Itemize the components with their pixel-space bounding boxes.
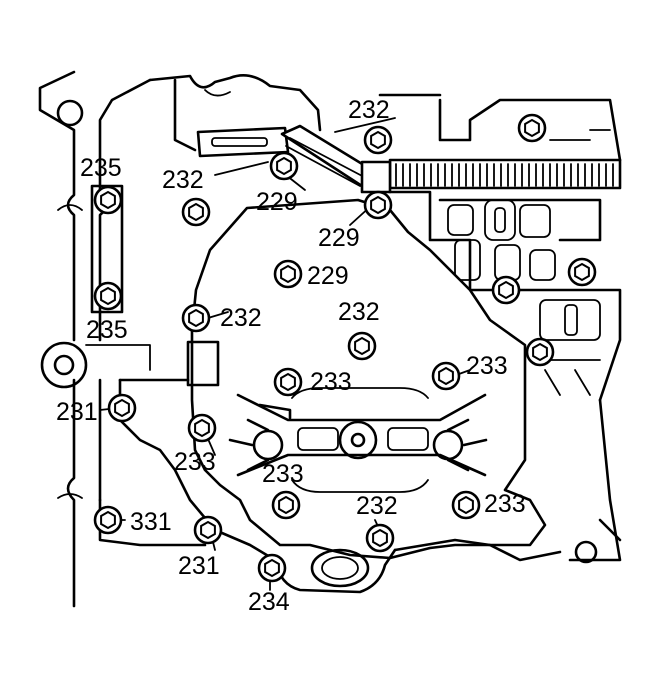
- hex-bolt-head: [100, 190, 116, 210]
- hex-bolt-head: [264, 558, 280, 578]
- label-229-b: 229: [318, 224, 360, 252]
- hex-bolt-icon: [93, 281, 123, 311]
- bolts: [93, 113, 597, 583]
- label-235-top: 235: [80, 154, 122, 182]
- label-234: 234: [248, 588, 290, 616]
- detent-bracket: [196, 124, 374, 188]
- hex-bolt-head: [532, 342, 548, 362]
- hex-bolt-icon: [107, 393, 137, 423]
- hex-bolt-icon: [93, 505, 123, 535]
- label-233-right-top: 233: [466, 352, 508, 380]
- bolt-strip-235: [90, 184, 124, 314]
- top-casting: [148, 74, 622, 162]
- hex-bolt-icon: [93, 185, 123, 215]
- hex-bolt-icon: [567, 257, 597, 287]
- hex-bolt-head: [498, 280, 514, 300]
- hex-bolt-icon: [257, 553, 287, 583]
- hex-bolt-icon: [347, 331, 377, 361]
- case-outline-left: [38, 70, 152, 608]
- hex-bolt-head: [100, 510, 116, 530]
- hex-bolt-icon: [269, 151, 299, 181]
- label-235-bottom: 235: [86, 316, 128, 344]
- hex-bolt-head: [188, 202, 204, 222]
- hex-bolt-icon: [187, 413, 217, 443]
- hex-bolt-head: [188, 308, 204, 328]
- label-232-top: 232: [348, 96, 390, 124]
- hex-bolt-head: [200, 520, 216, 540]
- hex-bolt-head: [280, 372, 296, 392]
- label-233-bottom-right: 233: [484, 490, 526, 518]
- hex-bolt-head: [280, 264, 296, 284]
- hex-bolt-icon: [365, 523, 395, 553]
- hex-bolt-icon: [363, 190, 393, 220]
- hex-bolt-icon: [525, 337, 555, 367]
- hex-bolt-icon: [273, 367, 303, 397]
- label-232-bottom: 232: [356, 492, 398, 520]
- hex-bolt-icon: [271, 490, 301, 520]
- hex-bolt-icon: [431, 361, 461, 391]
- hex-bolt-head: [370, 130, 386, 150]
- label-331: 331: [130, 508, 172, 536]
- label-233-center: 233: [262, 460, 304, 488]
- hex-bolt-head: [458, 495, 474, 515]
- label-231-left: 231: [56, 398, 98, 426]
- label-232-left: 232: [162, 166, 204, 194]
- hex-bolt-head: [438, 366, 454, 386]
- label-233-mid: 233: [310, 368, 352, 396]
- hex-bolt-icon: [193, 515, 223, 545]
- hex-bolt-head: [354, 336, 370, 356]
- hex-bolt-icon: [491, 275, 521, 305]
- label-231-bottom: 231: [178, 552, 220, 580]
- hex-bolt-head: [194, 418, 210, 438]
- hex-bolt-icon: [451, 490, 481, 520]
- label-229-c: 229: [307, 262, 349, 290]
- hex-bolt-head: [574, 262, 590, 282]
- hex-bolt-head: [114, 398, 130, 418]
- hex-bolt-icon: [181, 197, 211, 227]
- valve-plate: [190, 198, 547, 560]
- hex-bolt-head: [524, 118, 540, 138]
- hex-bolt-icon: [273, 259, 303, 289]
- hex-bolt-head: [370, 195, 386, 215]
- label-233-bottom-left: 233: [174, 448, 216, 476]
- hex-bolt-icon: [517, 113, 547, 143]
- hex-bolt-icon: [181, 303, 211, 333]
- label-232-mid-left: 232: [220, 304, 262, 332]
- hex-bolt-head: [278, 495, 294, 515]
- manual-valve-rack: [360, 158, 622, 194]
- label-232-center: 232: [338, 298, 380, 326]
- hex-bolt-icon: [363, 125, 393, 155]
- hex-bolt-head: [276, 156, 292, 176]
- hex-bolt-head: [372, 528, 388, 548]
- hex-bolt-head: [100, 286, 116, 306]
- label-229-a: 229: [256, 188, 298, 216]
- callout-labels: 232 235 232 229 229 229 232 232 235 233 …: [56, 96, 526, 616]
- valve-body-right: [388, 129, 622, 564]
